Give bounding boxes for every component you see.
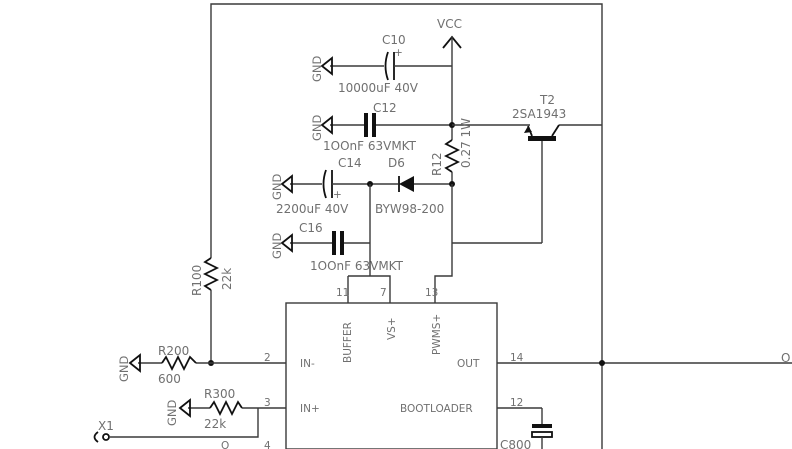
gnd-c10-symbol bbox=[320, 56, 333, 76]
pin11-num: 11 bbox=[336, 287, 349, 299]
c12-name: C12 bbox=[373, 101, 397, 115]
d6-diode bbox=[398, 176, 452, 192]
vs-pin-wire bbox=[370, 275, 391, 303]
junction-out bbox=[599, 360, 605, 366]
pin3-num: 3 bbox=[264, 397, 271, 409]
c800-capacitor bbox=[531, 408, 553, 449]
t2-transistor bbox=[524, 124, 560, 243]
r100-name: R100 bbox=[190, 265, 204, 296]
gnd-r300-symbol bbox=[178, 398, 191, 418]
c10-value: 10000uF 40V bbox=[338, 81, 419, 95]
c16-name: C16 bbox=[299, 221, 323, 235]
gnd-c12-label: GND bbox=[310, 114, 324, 141]
pin-in-plus-label: IN+ bbox=[300, 403, 320, 415]
pin-bootloader-label: BOOTLOADER bbox=[400, 403, 473, 415]
pin-out-label: OUT bbox=[457, 358, 480, 370]
r300-name: R300 bbox=[204, 387, 235, 401]
d6-name: D6 bbox=[388, 156, 405, 170]
pin2-num: 2 bbox=[264, 352, 271, 364]
c10-plus: + bbox=[394, 47, 403, 59]
gnd-r300-label: GND bbox=[165, 399, 179, 426]
gnd-r200-label: GND bbox=[117, 355, 131, 382]
top-frame-wire bbox=[210, 3, 603, 449]
c12-value: 1OOnF 63VMKT bbox=[323, 139, 417, 153]
pin7-num: 7 bbox=[380, 287, 387, 299]
c10-name: C10 bbox=[382, 33, 406, 47]
gnd-c14-label: GND bbox=[270, 173, 284, 200]
c16-value: 1OOnF 63VMKT bbox=[310, 259, 404, 273]
pin12-num: 12 bbox=[510, 397, 523, 409]
output-fragment: O bbox=[781, 351, 790, 365]
r12-value: 0.27 1W bbox=[459, 118, 473, 168]
gnd-c14-symbol bbox=[280, 174, 293, 194]
x1-name: X1 bbox=[98, 419, 114, 433]
pin13-num: 13 bbox=[425, 287, 438, 299]
gnd-c10-label: GND bbox=[310, 55, 324, 82]
pin-vs-label: VS+ bbox=[386, 317, 398, 340]
d6-value: BYW98-200 bbox=[375, 202, 444, 216]
t2-name: T2 bbox=[539, 93, 555, 107]
gnd-r200-symbol bbox=[128, 353, 141, 373]
ic-body bbox=[285, 302, 498, 449]
gnd-c16-symbol bbox=[280, 233, 293, 253]
r200-resistor bbox=[138, 354, 197, 372]
pin14-num: 14 bbox=[510, 352, 524, 364]
c800-name: C800 bbox=[500, 438, 531, 449]
pin-pwms-label: PWMS+ bbox=[431, 314, 443, 355]
c16-capacitor bbox=[290, 231, 370, 255]
pin4-num: 4 bbox=[264, 440, 271, 449]
c14-capacitor bbox=[290, 169, 398, 199]
r200-name: R200 bbox=[158, 344, 189, 358]
c10-capacitor bbox=[330, 51, 452, 81]
r12-name: R12 bbox=[430, 152, 444, 176]
pwms-wire bbox=[434, 184, 453, 303]
pin-buffer-label: BUFFER bbox=[342, 322, 354, 363]
vcc-label: VCC bbox=[437, 17, 462, 31]
pin-in-minus-label: IN- bbox=[300, 358, 315, 370]
bottom-left-fragment: O bbox=[221, 440, 229, 449]
r200-value: 600 bbox=[158, 372, 181, 386]
r300-resistor bbox=[188, 399, 286, 417]
t2-value: 2SA1943 bbox=[512, 107, 566, 121]
gnd-c12-symbol bbox=[320, 115, 333, 135]
c14-value: 2200uF 40V bbox=[276, 202, 349, 216]
x1-connector bbox=[93, 408, 259, 443]
vcc-symbol bbox=[442, 35, 462, 66]
c12-capacitor bbox=[330, 113, 452, 137]
c14-plus: + bbox=[333, 189, 342, 201]
r100-resistor bbox=[202, 257, 220, 363]
r100-value: 22k bbox=[220, 268, 234, 290]
r300-value: 22k bbox=[204, 417, 226, 431]
gnd-c16-label: GND bbox=[270, 232, 284, 259]
c14-name: C14 bbox=[338, 156, 362, 170]
r12-resistor bbox=[443, 139, 461, 184]
